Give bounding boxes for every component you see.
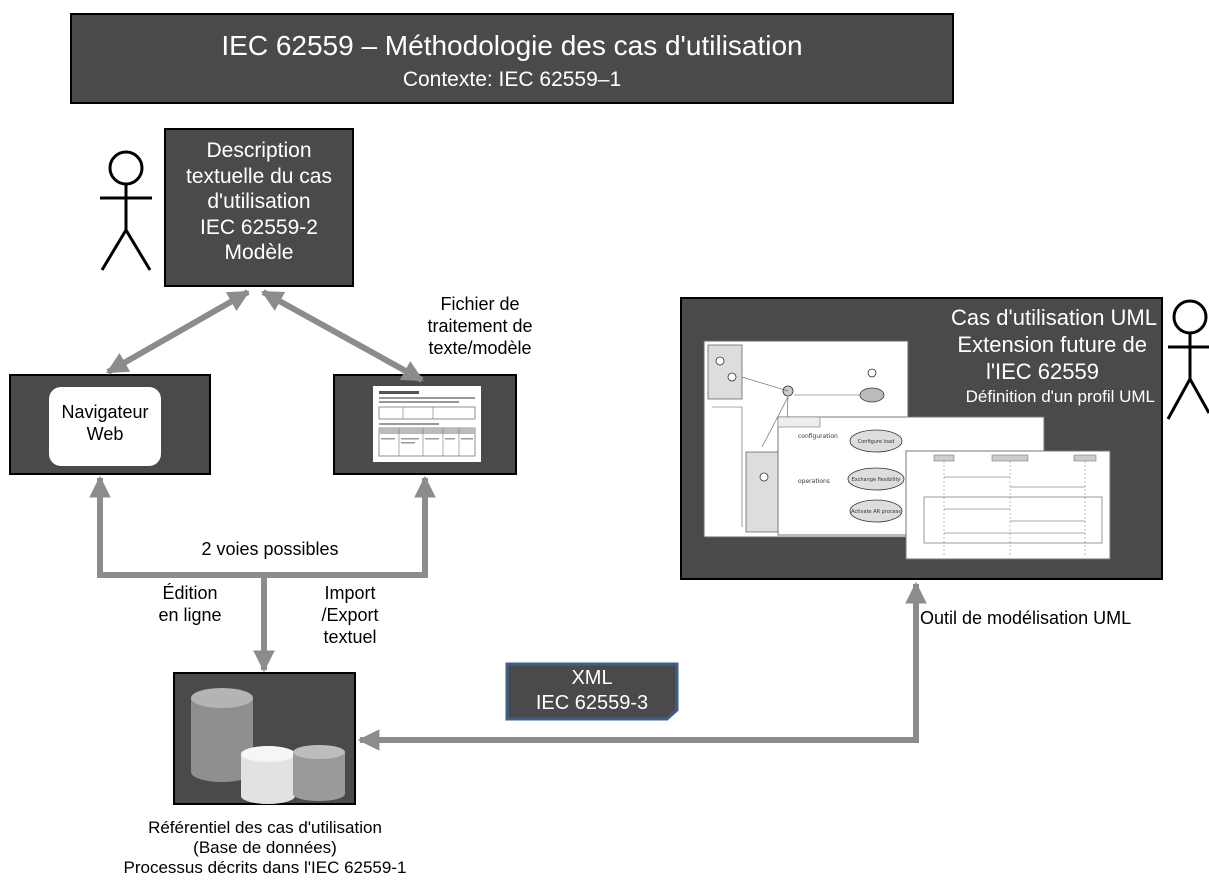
word-file-caption: Fichier de traitement de texte/modèle xyxy=(427,294,533,358)
uml-title-line-1: Cas d'utilisation UML xyxy=(951,305,1157,330)
two-paths-label: 2 voies possibles xyxy=(201,539,339,559)
document-thumbnail-icon xyxy=(373,386,481,462)
actor-right-icon xyxy=(1166,299,1209,420)
uml-title-line-3: l'IEC 62559 xyxy=(985,359,1099,384)
actor-left-icon xyxy=(100,150,152,271)
title-banner: IEC 62559 – Méthodologie des cas d'utili… xyxy=(70,13,954,104)
title-main: IEC 62559 – Méthodologie des cas d'utili… xyxy=(221,30,803,61)
browser-box: Navigateur Web xyxy=(9,374,211,475)
database-icon xyxy=(191,688,345,804)
repository-box xyxy=(173,672,356,805)
uml-box: configuration operations Configure load … xyxy=(680,297,1163,580)
uml-mini-configuration-label: configuration xyxy=(798,433,838,440)
uml-diagram-thumbnail: configuration operations Configure load … xyxy=(703,340,1111,560)
arrow-rail-to-wordfile xyxy=(264,475,436,578)
arrow-template-wordfile xyxy=(261,289,424,383)
uml-mini-oval-3: Activate AR process xyxy=(851,509,901,515)
uml-mini-oval-1: Configure load xyxy=(858,439,895,445)
uml-title-line-2: Extension future de xyxy=(957,332,1147,357)
browser-window: Navigateur Web xyxy=(49,387,161,466)
word-file-box xyxy=(333,374,517,475)
uml-title-line-4: Définition d'un profil UML xyxy=(965,387,1155,406)
arrow-template-browser xyxy=(106,289,250,375)
uml-mini-oval-2: Exchange flexibility xyxy=(852,477,901,483)
template-description-box: Description textuelle du cas d'utilisati… xyxy=(164,128,354,287)
template-description-text: Description textuelle du cas d'utilisati… xyxy=(186,139,332,265)
browser-label: Navigateur Web xyxy=(61,402,149,444)
uml-mini-operations-label: operations xyxy=(798,478,830,485)
uml-tool-label: Outil de modélisation UML xyxy=(920,608,1132,628)
arrow-rail-to-browser xyxy=(89,475,264,578)
repository-caption: Référentiel des cas d'utilisation (Base … xyxy=(123,818,407,878)
arrow-repository-uml xyxy=(357,581,927,751)
title-sub: Contexte: IEC 62559–1 xyxy=(402,68,622,91)
online-edit-label: Édition en ligne xyxy=(158,583,222,625)
